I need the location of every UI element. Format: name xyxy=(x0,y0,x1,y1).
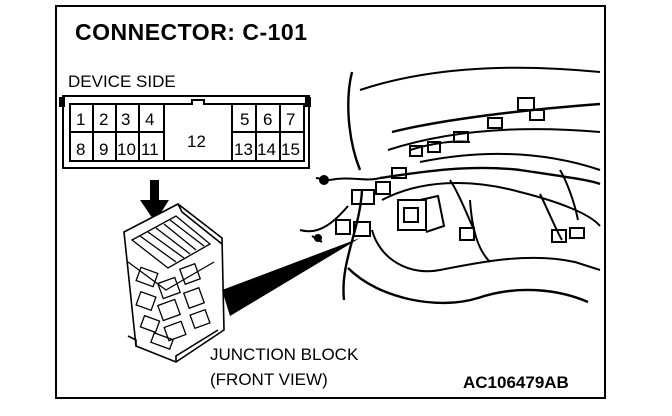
pin-12: 12 xyxy=(187,132,206,151)
junction-block xyxy=(123,203,225,363)
pin-labels: 1 2 3 4 5 6 7 12 8 9 10 11 13 14 15 xyxy=(76,110,300,159)
figure-code: AC106479AB xyxy=(463,373,569,392)
pin-8: 8 xyxy=(76,140,85,159)
down-arrow-icon xyxy=(140,180,169,222)
pin-15: 15 xyxy=(281,140,300,159)
pin-3: 3 xyxy=(121,110,130,129)
pin-13: 13 xyxy=(234,140,253,159)
pin-1: 1 xyxy=(76,110,85,129)
pin-4: 4 xyxy=(145,110,154,129)
junction-block-label-line1: JUNCTION BLOCK xyxy=(210,345,359,364)
pin-9: 9 xyxy=(99,140,108,159)
pin-6: 6 xyxy=(263,110,272,129)
junction-block-label-line2: (FRONT VIEW) xyxy=(210,370,328,389)
dashboard-harness-illustration xyxy=(299,66,601,305)
device-side-label: DEVICE SIDE xyxy=(68,72,176,91)
pin-11: 11 xyxy=(141,140,159,159)
pin-2: 2 xyxy=(99,110,108,129)
connector-face xyxy=(59,95,311,169)
pin-5: 5 xyxy=(240,110,249,129)
pin-7: 7 xyxy=(286,110,295,129)
pin-14: 14 xyxy=(257,140,276,159)
pin-10: 10 xyxy=(117,140,136,159)
figure-frame xyxy=(55,5,606,399)
leader-wedge xyxy=(222,238,360,316)
connector-title: CONNECTOR: C-101 xyxy=(75,19,308,45)
